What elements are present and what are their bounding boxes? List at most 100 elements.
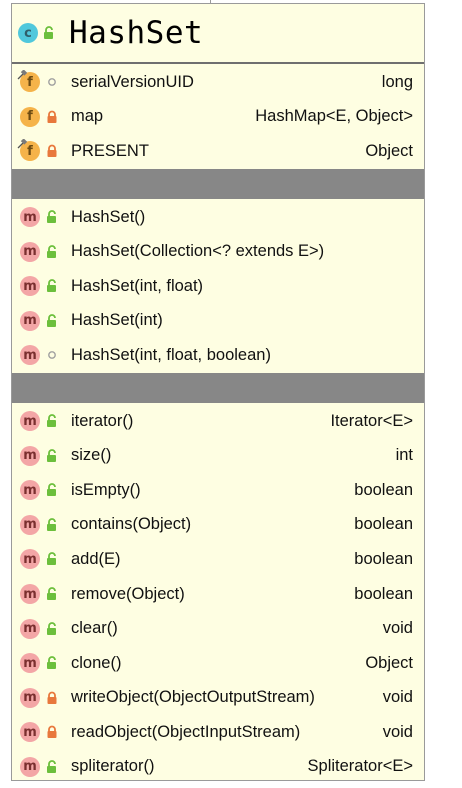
method-badge-letter: m: [23, 517, 37, 533]
field-icon: f: [20, 106, 40, 127]
constructor-badge-letter: m: [23, 313, 37, 329]
public-lock-icon: [44, 655, 60, 671]
package-dot-icon: [44, 347, 60, 363]
method-type: void: [382, 722, 413, 741]
private-lock-icon: [44, 109, 60, 125]
method-icon: m: [20, 445, 40, 466]
fields-section: f serialVersionUID long f map HashMap<E, Obje…: [12, 64, 424, 169]
method-icon: m: [20, 514, 40, 535]
field-badge-letter: f: [27, 143, 33, 159]
method-icon: m: [20, 584, 40, 605]
method-name: add(E): [71, 549, 121, 568]
public-lock-icon: [41, 25, 57, 41]
public-lock-icon: [44, 313, 60, 329]
class-badge-letter: c: [24, 25, 32, 41]
method-type: Iterator<E>: [330, 411, 413, 430]
method-row: m writeObject(ObjectOutputStream) void: [12, 681, 424, 716]
constructor-icon: m: [20, 310, 40, 331]
class-icon: c: [18, 23, 38, 43]
private-lock-icon: [44, 724, 60, 740]
public-lock-icon: [44, 209, 60, 225]
section-separator: [12, 168, 424, 199]
method-name: isEmpty(): [71, 480, 141, 499]
constructor-row: m HashSet(int): [12, 304, 424, 339]
class-name: HashSet: [69, 15, 204, 51]
method-badge-letter: m: [23, 448, 37, 464]
class-header: c HashSet: [12, 4, 424, 64]
field-type: HashMap<E, Object>: [255, 107, 413, 126]
method-row: m readObject(ObjectInputStream) void: [12, 715, 424, 750]
field-row: f serialVersionUID long: [12, 65, 424, 100]
public-lock-icon: [44, 551, 60, 567]
method-name: clone(): [71, 653, 122, 672]
public-lock-icon: [44, 448, 60, 464]
field-icon: f: [17, 69, 40, 93]
static-pin-icon: [17, 69, 28, 80]
field-name: PRESENT: [71, 141, 149, 160]
method-icon: m: [20, 549, 40, 570]
method-icon: m: [20, 756, 40, 777]
method-name: iterator(): [71, 411, 134, 430]
constructor-row: m HashSet(Collection<? extends E>): [12, 234, 424, 269]
method-badge-letter: m: [23, 482, 37, 498]
method-badge-letter: m: [23, 621, 37, 637]
constructor-icon: m: [20, 207, 40, 228]
public-lock-icon: [44, 244, 60, 260]
field-name: serialVersionUID: [71, 72, 194, 91]
constructor-name: HashSet(int, float, boolean): [71, 345, 271, 364]
method-name: writeObject(ObjectOutputStream): [71, 688, 315, 707]
public-lock-icon: [44, 482, 60, 498]
method-name: clear(): [71, 619, 118, 638]
constructor-row: m HashSet(int, float, boolean): [12, 338, 424, 373]
method-row: m spliterator() Spliterator<E>: [12, 750, 424, 785]
constructor-badge-letter: m: [23, 244, 37, 260]
constructor-icon: m: [20, 276, 40, 297]
connector-stub: [210, 0, 219, 3]
method-row: m add(E) boolean: [12, 542, 424, 577]
field-badge-letter: f: [27, 109, 33, 125]
section-separator: [12, 372, 424, 403]
method-badge-letter: m: [23, 413, 37, 429]
package-dot-icon: [44, 74, 60, 90]
private-lock-icon: [44, 690, 60, 706]
method-row: m iterator() Iterator<E>: [12, 404, 424, 439]
method-badge-letter: m: [23, 759, 37, 775]
field-row: f map HashMap<E, Object>: [12, 100, 424, 135]
method-badge-letter: m: [23, 724, 37, 740]
static-pin-icon: [17, 138, 28, 149]
method-type: void: [382, 619, 413, 638]
public-lock-icon: [44, 759, 60, 775]
method-type: Spliterator<E>: [307, 757, 413, 776]
method-badge-letter: m: [23, 551, 37, 567]
field-name: map: [71, 107, 104, 126]
method-name: spliterator(): [71, 757, 155, 776]
public-lock-icon: [44, 586, 60, 602]
constructor-name: HashSet(Collection<? extends E>): [71, 242, 325, 261]
constructor-name: HashSet(int): [71, 311, 163, 330]
method-name: size(): [71, 446, 112, 465]
method-name: readObject(ObjectInputStream): [71, 722, 301, 741]
constructor-icon: m: [20, 345, 40, 366]
method-type: void: [382, 688, 413, 707]
method-icon: m: [20, 722, 40, 743]
constructor-badge-letter: m: [23, 347, 37, 363]
method-icon: m: [20, 480, 40, 501]
field-type: Object: [365, 141, 413, 160]
method-badge-letter: m: [23, 655, 37, 671]
method-icon: m: [20, 653, 40, 674]
private-lock-icon: [44, 143, 60, 159]
method-name: contains(Object): [71, 515, 192, 534]
field-type: long: [381, 72, 413, 91]
method-icon: m: [20, 687, 40, 708]
public-lock-icon: [44, 621, 60, 637]
method-type: boolean: [354, 549, 413, 568]
